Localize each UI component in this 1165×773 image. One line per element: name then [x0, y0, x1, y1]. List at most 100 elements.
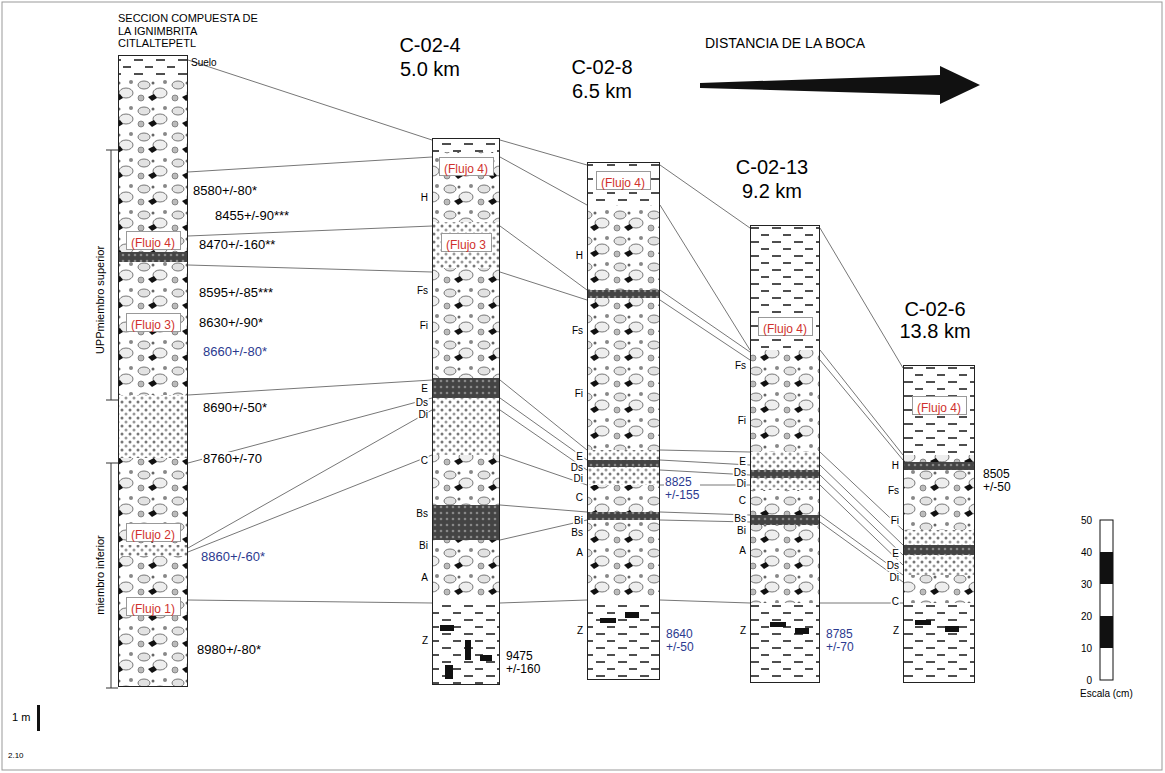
- scale-number: 40: [1081, 547, 1092, 558]
- rock-layer: [587, 520, 660, 600]
- radiocarbon-date: 8860+/-60*: [200, 550, 266, 564]
- unit-letter: Z: [576, 625, 584, 636]
- rock-layer: [118, 262, 188, 395]
- unit-letter: E: [420, 383, 429, 394]
- radiocarbon-date: 8785 +/-70: [825, 628, 855, 654]
- unit-letter: H: [420, 192, 429, 203]
- figure-number: 2.10: [8, 752, 24, 761]
- unit-letter: Ds: [733, 467, 747, 478]
- correlation-line: [660, 450, 750, 452]
- unit-letter: Bs: [415, 508, 429, 519]
- unit-letter: C: [891, 596, 900, 607]
- member-label: UPPmiembro superior: [94, 246, 106, 354]
- flow-box: (Flujo 4): [758, 317, 813, 336]
- column-heading: C-02-4: [399, 34, 460, 57]
- scale-number: 10: [1081, 643, 1092, 654]
- unit-letter: Di: [889, 572, 900, 583]
- rock-layer: [750, 525, 820, 603]
- unit-letter: Fi: [419, 320, 429, 331]
- unit-letter: C: [420, 455, 429, 466]
- correlation-line: [188, 600, 432, 603]
- correlation-line: [820, 228, 903, 368]
- correlation-line: [820, 515, 903, 575]
- column-heading: 5.0 km: [400, 58, 460, 81]
- correlation-line: [188, 265, 432, 272]
- unit-letter: Bi: [736, 525, 747, 536]
- rock-layer: [432, 505, 500, 540]
- rock-layer: [903, 455, 975, 462]
- section-column: C-02-139.2 km(Flujo 4): [750, 225, 820, 683]
- scale-number: 50: [1081, 515, 1092, 526]
- rock-layer: [432, 540, 500, 600]
- correlation-line: [188, 60, 432, 140]
- unit-letter: Fi: [890, 515, 900, 526]
- correlation-line: [188, 455, 432, 552]
- radiocarbon-date: 8505 +/-50: [982, 468, 1012, 494]
- rock-layer: [587, 290, 660, 298]
- unit-letter: A: [738, 545, 747, 556]
- flow-label: (Flujo 4): [763, 322, 807, 336]
- rock-layer: [903, 555, 975, 575]
- flow-box: (Flujo 4): [596, 171, 651, 190]
- unit-letter: Z: [421, 635, 429, 646]
- lithic-block: [445, 665, 453, 679]
- member-label: miembro inferior: [94, 535, 106, 614]
- column-heading: C-02-13: [736, 156, 808, 179]
- scale-number: 20: [1081, 611, 1092, 622]
- correlation-line: [188, 380, 432, 395]
- unit-letter: A: [420, 572, 429, 583]
- scale-number: 30: [1081, 579, 1092, 590]
- unit-letter: Fi: [737, 415, 747, 426]
- rock-layer: [750, 225, 820, 350]
- rock-layer: [432, 222, 500, 268]
- rock-layer: [903, 575, 975, 603]
- section-column: C-02-45.0 km(Flujo 4)(Flujo 3: [432, 138, 500, 685]
- correlation-line: [660, 300, 750, 360]
- rock-layer: [587, 460, 660, 467]
- unit-letter: Ds: [886, 560, 900, 571]
- rock-layer: [587, 512, 660, 520]
- correlation-line: [660, 460, 750, 465]
- unit-letter: Ds: [570, 462, 584, 473]
- flow-box: (Flujo 4): [439, 157, 494, 176]
- scale-number: 0: [1086, 675, 1092, 686]
- rock-layer: [118, 556, 188, 687]
- unit-letter: Ds: [415, 397, 429, 408]
- radiocarbon-date: 8595+/-85***: [198, 286, 274, 300]
- correlation-line: [500, 455, 587, 485]
- column-heading: C-02-6: [904, 298, 965, 321]
- correlation-line: [660, 205, 750, 350]
- column-heading: 6.5 km: [572, 80, 632, 103]
- flow-label: (Flujo 4): [917, 401, 961, 415]
- unit-letter: Fi: [574, 388, 584, 399]
- rock-layer: [903, 530, 975, 545]
- rock-layer: [118, 545, 188, 556]
- rock-layer: [118, 395, 188, 458]
- flow-label: (Flujo 2): [131, 528, 175, 542]
- flow-label: (Flujo 4): [601, 176, 645, 190]
- section-column: C-02-86.5 km(Flujo 4): [587, 162, 660, 680]
- direction-label: DISTANCIA DE LA BOCA: [705, 36, 865, 51]
- lithic-block: [915, 620, 931, 625]
- rock-layer: [750, 490, 820, 515]
- correlation-line: [820, 522, 903, 582]
- lithic-block: [770, 622, 786, 627]
- correlation-line: [500, 140, 587, 165]
- correlation-line: [500, 600, 587, 603]
- rock-layer: [118, 55, 188, 78]
- correlation-line: [500, 398, 587, 460]
- rock-layer: [750, 470, 820, 478]
- unit-letter: Z: [739, 625, 747, 636]
- radiocarbon-date: 8580+/-80*: [192, 184, 258, 198]
- lithic-block: [795, 628, 809, 634]
- unit-letter: H: [891, 460, 900, 471]
- unit-letter: Z: [892, 625, 900, 636]
- radiocarbon-date: 8640 +/-50: [665, 628, 695, 654]
- unit-letter: Fs: [887, 485, 900, 496]
- radiocarbon-date: 8660+/-80*: [202, 345, 268, 359]
- rock-layer: [587, 205, 660, 290]
- lithic-block: [600, 618, 616, 623]
